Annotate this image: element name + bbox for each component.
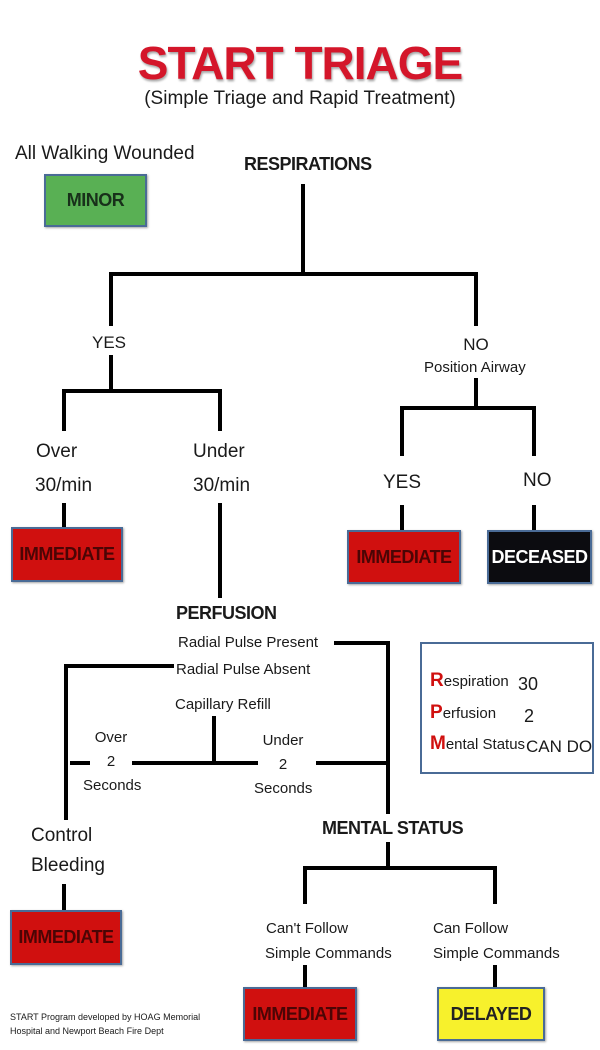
over-30-label-2: 30/min [35, 475, 93, 496]
connector-line [493, 866, 497, 904]
connector-line [109, 272, 478, 276]
control-bleeding-label-1: Control [31, 825, 93, 846]
under-30-label-1: Under [193, 441, 245, 462]
connector-line [493, 965, 497, 989]
cant-follow-label-1: Can't Follow [266, 920, 349, 937]
connector-line [532, 505, 536, 531]
cap-under-label-3: Seconds [254, 780, 313, 797]
connector-line [109, 355, 113, 392]
page-title: START TRIAGE [137, 37, 463, 89]
perfusion-heading: PERFUSION [176, 603, 277, 623]
connector-line [62, 389, 66, 431]
can-follow-label-2: Simple Commands [433, 945, 560, 962]
connector-line [303, 866, 497, 870]
connector-line [474, 272, 478, 326]
connector-line [301, 184, 305, 274]
airway-no-label: NO [523, 470, 552, 491]
cant-follow-label-2: Simple Commands [265, 945, 392, 962]
connector-line [316, 761, 388, 765]
connector-line [62, 884, 66, 912]
connector-line [400, 505, 404, 531]
can-follow-label-1: Can Follow [433, 920, 509, 937]
radial-pulse-absent-label: Radial Pulse Absent [176, 661, 311, 678]
connector-line [474, 378, 478, 408]
connector-line [303, 965, 307, 989]
immediate-box-mental-status: IMMEDIATE [243, 987, 357, 1041]
airway-yes-label: YES [383, 472, 422, 493]
cap-under-label-2: 2 [278, 756, 288, 773]
connector-line [400, 406, 404, 456]
immediate-box-over-30: IMMEDIATE [11, 527, 123, 582]
respirations-heading: RESPIRATIONS [244, 154, 372, 174]
radial-pulse-present-label: Radial Pulse Present [178, 634, 319, 651]
mental-status-heading: MENTAL STATUS [322, 818, 464, 838]
rpm-row-perfusion: Perfusion [430, 702, 497, 723]
position-airway-label: Position Airway [424, 359, 526, 376]
footer-credit: START Program developed by HOAG Memorial… [10, 1012, 201, 1036]
rpm-value-perfusion: 2 [524, 706, 535, 726]
connector-line [109, 272, 113, 326]
connector-line [70, 761, 90, 765]
minor-box: MINOR [44, 174, 147, 227]
walking-wounded-label: All Walking Wounded [15, 143, 195, 164]
connector-line [386, 641, 390, 814]
cap-under-label-1: Under [262, 732, 304, 749]
rpm-row-mental-status: Mental Status [430, 733, 526, 754]
page-subtitle: (Simple Triage and Rapid Treatment) [144, 88, 456, 109]
immediate-box-airway: IMMEDIATE [347, 530, 461, 584]
connector-line [400, 406, 536, 410]
rpm-row-respiration: Respiration [430, 670, 509, 691]
connector-line [62, 389, 222, 393]
delayed-box: DELAYED [437, 987, 545, 1041]
control-bleeding-label-2: Bleeding [31, 855, 105, 876]
connector-line [64, 664, 174, 668]
connector-line [218, 389, 222, 431]
rpm-legend-box: Respiration 30 Perfusion 2 Mental Status… [420, 642, 594, 774]
connector-line [218, 503, 222, 598]
connector-line [386, 842, 390, 868]
over-30-label-1: Over [36, 441, 78, 462]
connector-line [64, 664, 68, 820]
cap-over-label-1: Over [94, 729, 128, 746]
rpm-value-respiration: 30 [518, 674, 539, 694]
connector-line [212, 716, 216, 764]
deceased-box: DECEASED [487, 530, 592, 584]
respirations-no-label: NO [463, 335, 489, 354]
under-30-label-2: 30/min [193, 475, 251, 496]
connector-line [132, 761, 258, 765]
respirations-yes-label: YES [91, 333, 127, 352]
connector-line [303, 866, 307, 904]
connector-line [334, 641, 390, 645]
rpm-value-mental-status: CAN DO [526, 737, 593, 756]
cap-over-label-3: Seconds [83, 777, 142, 794]
capillary-refill-label: Capillary Refill [175, 696, 271, 713]
connector-line [62, 503, 66, 528]
cap-over-label-2: 2 [106, 753, 116, 770]
immediate-box-control-bleeding: IMMEDIATE [10, 910, 122, 965]
connector-line [532, 406, 536, 456]
